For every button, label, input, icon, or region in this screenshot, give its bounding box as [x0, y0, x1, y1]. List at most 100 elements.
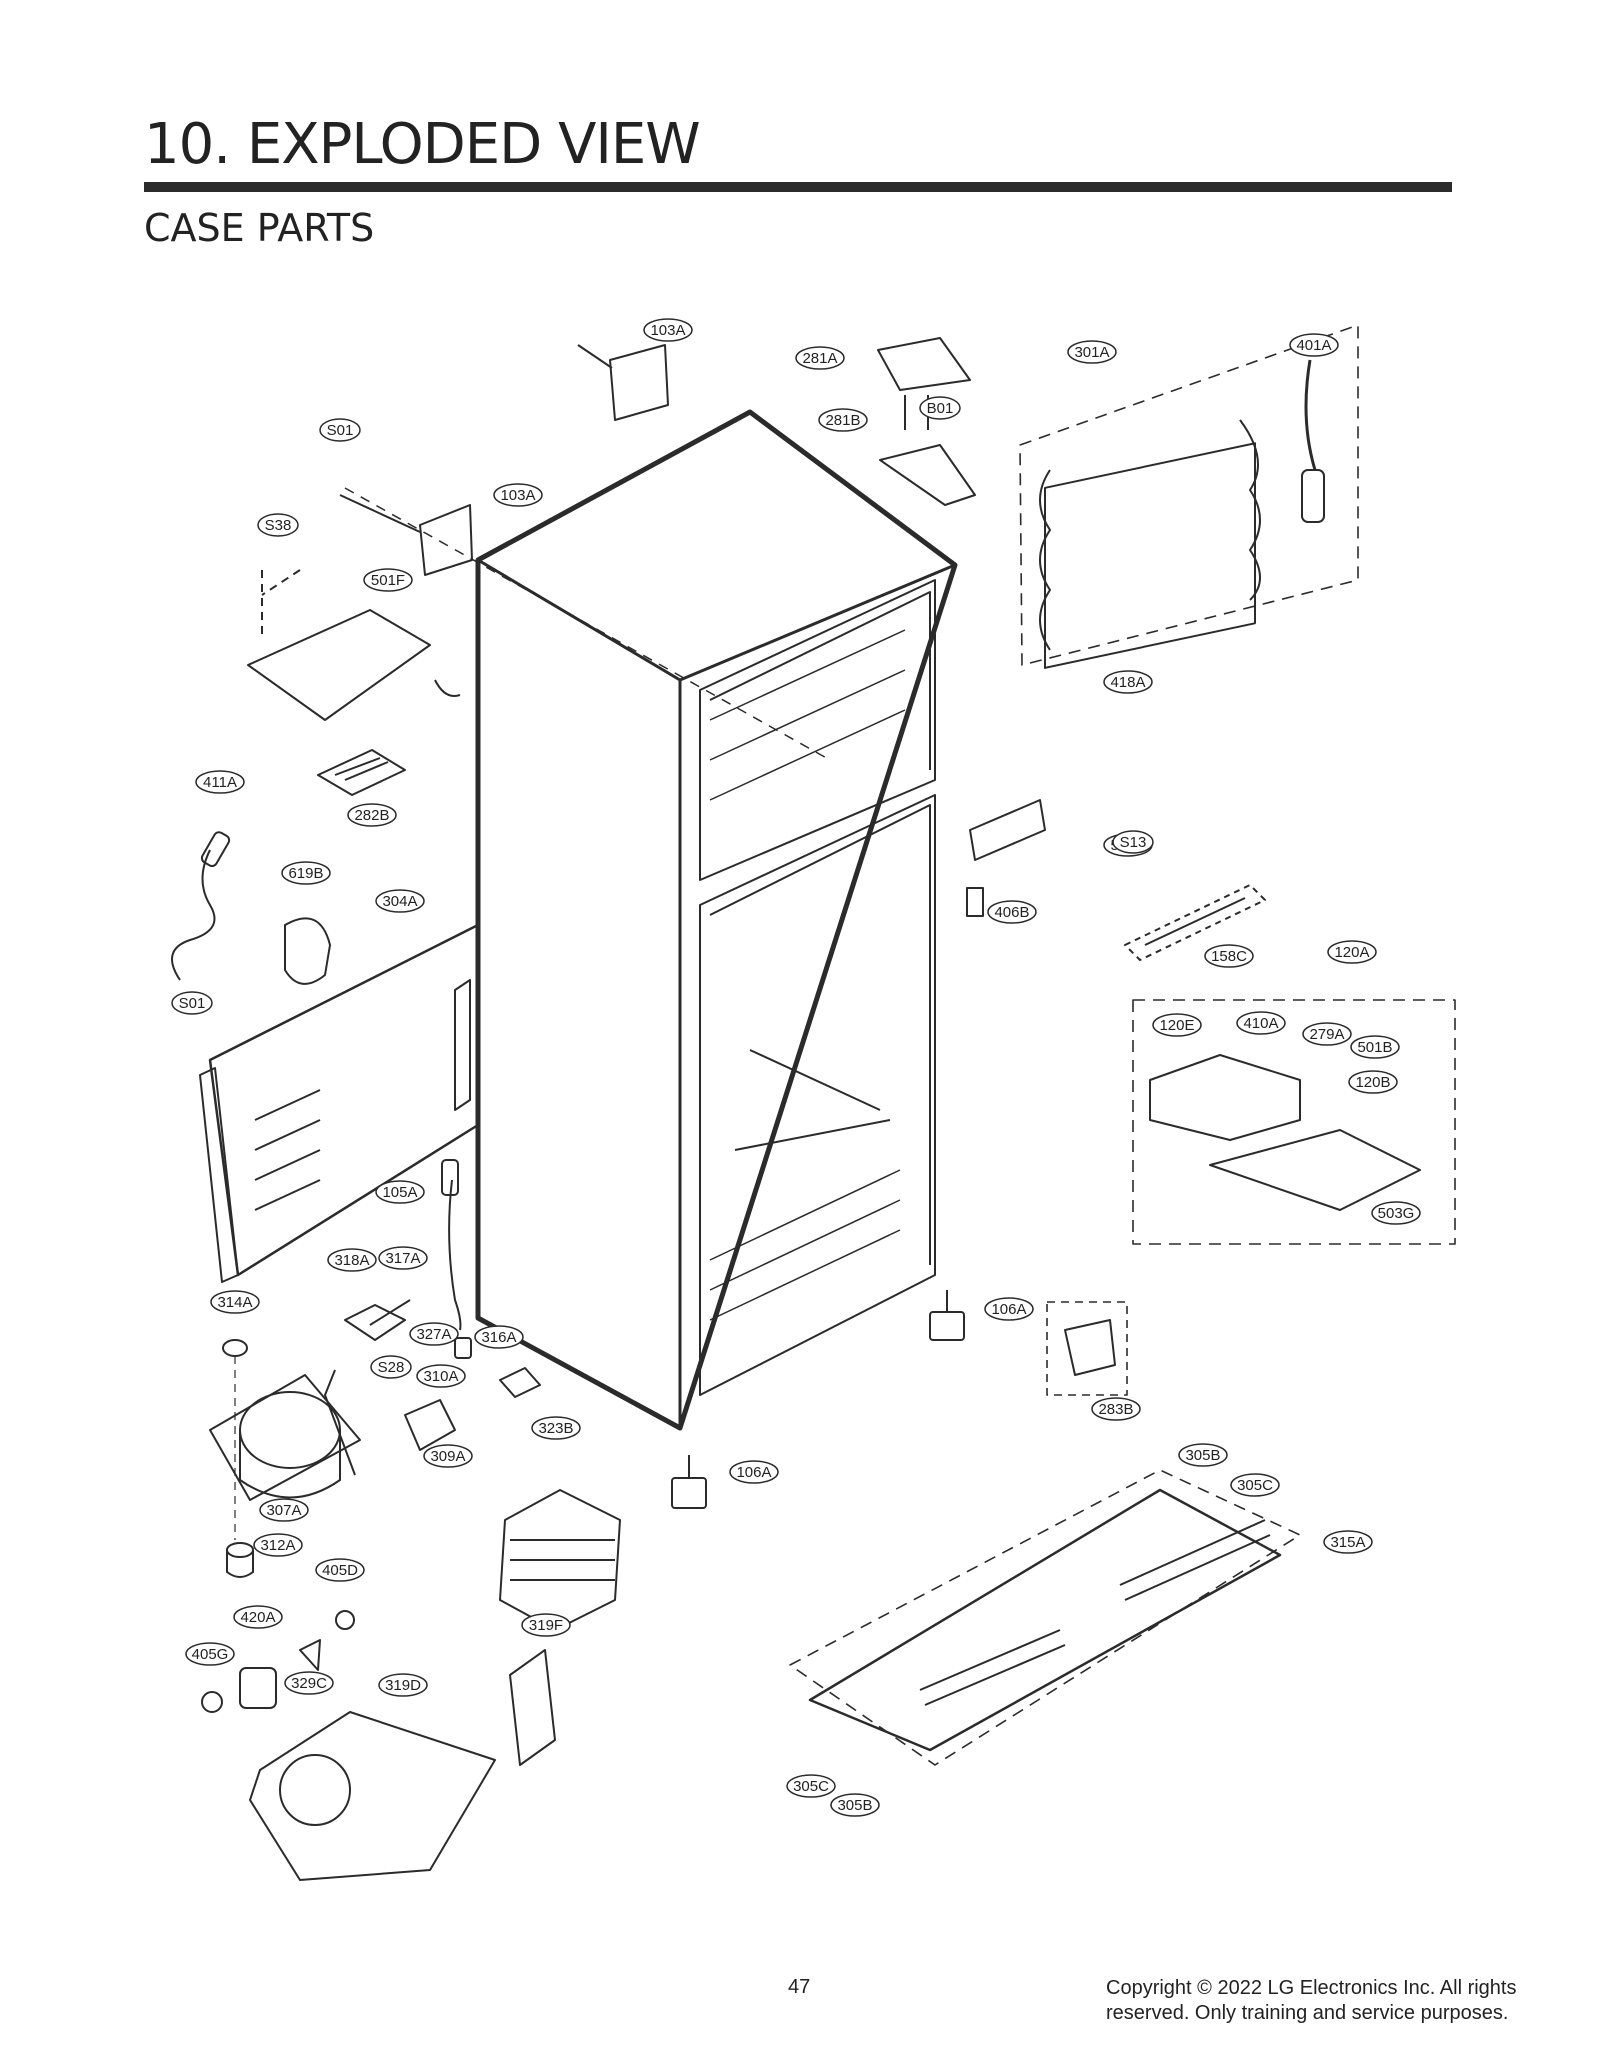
callout-301a: 301A — [1067, 340, 1117, 364]
callout-305b: 305B — [1178, 1443, 1228, 1467]
callout-label: 120E — [1159, 1017, 1194, 1034]
callout-bubble — [521, 1613, 571, 1637]
callout-bubble — [729, 1460, 779, 1484]
callout-label: 503G — [1378, 1205, 1415, 1222]
callout-label: 319D — [385, 1677, 421, 1694]
callout-label: 619B — [288, 865, 323, 882]
callout-bubble — [1348, 1070, 1398, 1094]
callout-bubble — [1067, 340, 1117, 364]
callout-label: 305B — [1185, 1447, 1220, 1464]
callout-411a: 411A — [195, 770, 245, 794]
callout-103a: 103A — [493, 483, 543, 507]
callout-label: 401A — [1296, 337, 1331, 354]
condenser-drawing — [499, 1489, 621, 1631]
power-cord-drawing — [171, 831, 231, 981]
top-cap-drawing — [339, 344, 831, 761]
callout-label: 305C — [1237, 1477, 1273, 1494]
callout-bubble — [1289, 333, 1339, 357]
callout-label: 105A — [382, 1184, 417, 1201]
callout-label: S28 — [378, 1359, 405, 1376]
callout-label: 312A — [260, 1537, 295, 1554]
base-plate-drawing — [789, 1469, 1301, 1766]
callout-323b: 323B — [531, 1416, 581, 1440]
callout-label: 327A — [416, 1326, 451, 1343]
callout-bubble — [818, 408, 868, 432]
grommets-drawing — [222, 1339, 254, 1578]
callout-bubble — [1371, 1201, 1421, 1225]
callout-s38: S38 — [257, 513, 299, 537]
callout-405d: 405D — [315, 1558, 365, 1582]
callout-bubble — [1204, 944, 1254, 968]
callout-103a: 103A — [643, 318, 693, 342]
callout-619b: 619B — [281, 861, 331, 885]
callout-label: 283B — [1098, 1401, 1133, 1418]
callout-bubble — [643, 318, 693, 342]
callout-418a: 418A — [1103, 670, 1153, 694]
callout-bubble — [210, 1290, 260, 1314]
callout-503g: 503G — [1371, 1201, 1421, 1225]
callout-bubble — [1327, 940, 1377, 964]
callout-bubble — [363, 568, 413, 592]
callout-label: S38 — [265, 517, 292, 534]
callout-label: 305B — [837, 1797, 872, 1814]
callout-label: 316A — [481, 1329, 516, 1346]
cabinet-drawing — [475, 409, 958, 1431]
callout-106a: 106A — [984, 1297, 1034, 1321]
callout-label: 405G — [192, 1646, 229, 1663]
callout-label: 309A — [430, 1448, 465, 1465]
callout-316a: 316A — [474, 1325, 524, 1349]
callout-s01: S01 — [171, 991, 213, 1015]
callout-label: 158C — [1211, 948, 1247, 965]
callout-bubble — [378, 1673, 428, 1697]
callout-bubble — [423, 1444, 473, 1468]
callout-327a: 327A — [409, 1322, 459, 1346]
callout-label: 106A — [991, 1301, 1026, 1318]
callout-label: 406B — [994, 904, 1029, 921]
callout-120e: 120E — [1152, 1013, 1202, 1037]
top-hinge-drawing — [877, 337, 976, 506]
drain-pan-drawing — [249, 1649, 556, 1881]
fan-motor-drawing — [201, 1610, 355, 1713]
callout-406b: 406B — [987, 900, 1037, 924]
callout-label: 410A — [1243, 1015, 1278, 1032]
callout-label: S13 — [1120, 834, 1147, 851]
callout-bubble — [1103, 670, 1153, 694]
drain-tube-drawing — [441, 1159, 462, 1331]
callout-label: 120B — [1355, 1074, 1390, 1091]
page-title: 10. EXPLODED VIEW — [144, 112, 701, 177]
copyright-notice: Copyright © 2022 LG Electronics Inc. All… — [1106, 1977, 1517, 2024]
callout-label: 405D — [322, 1562, 358, 1579]
callout-281b: 281B — [818, 408, 868, 432]
callout-bubble — [1091, 1397, 1141, 1421]
callout-label: 319F — [529, 1617, 563, 1634]
callout-401a: 401A — [1289, 333, 1339, 357]
callout-bubble — [531, 1416, 581, 1440]
callout-158c: 158C — [1204, 944, 1254, 968]
callout-bubble — [233, 1605, 283, 1629]
leveling-feet-drawing — [671, 1290, 965, 1509]
callout-bubble — [409, 1322, 459, 1346]
callout-305c: 305C — [786, 1774, 836, 1798]
relay-cover-drawing — [284, 917, 331, 985]
callout-label: 279A — [1309, 1026, 1344, 1043]
callout-bubble — [1230, 1473, 1280, 1497]
callout-label: 314A — [217, 1294, 252, 1311]
callout-bubble — [830, 1793, 880, 1817]
callout-bubble — [375, 889, 425, 913]
callout-bubble — [259, 1498, 309, 1522]
callout-bubble — [185, 1642, 235, 1666]
callout-bubble — [284, 1671, 334, 1695]
callout-label: 103A — [650, 322, 685, 339]
overload-protector-drawing — [404, 1399, 456, 1451]
section-subtitle: CASE PARTS — [144, 206, 375, 250]
middle-hinge-drawing — [966, 799, 1046, 917]
callout-bubble — [171, 991, 213, 1015]
callout-label: 411A — [203, 774, 237, 791]
callout-label: 305C — [793, 1778, 829, 1795]
callout-405g: 405G — [185, 1642, 235, 1666]
callout-label: 120A — [1334, 944, 1369, 961]
callout-bubble — [327, 1248, 377, 1272]
callout-310a: 310A — [416, 1364, 466, 1388]
callout-label: 501F — [371, 572, 405, 589]
